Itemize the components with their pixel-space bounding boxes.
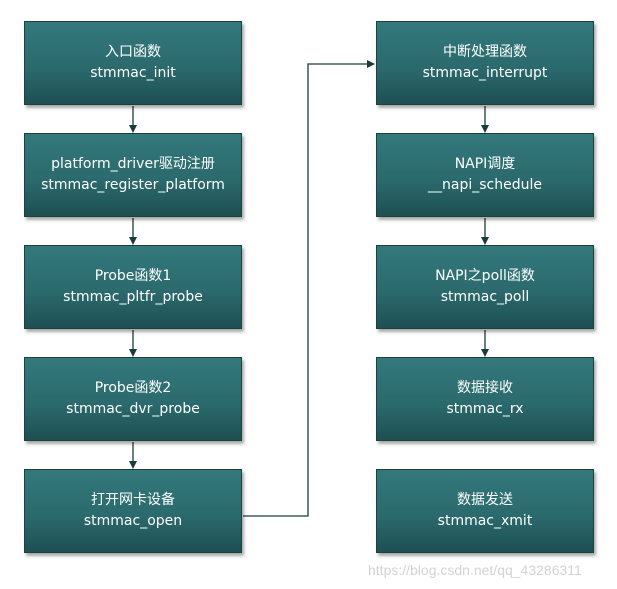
box-func: stmmac_init xyxy=(90,65,176,81)
box-title: NAPI调度 xyxy=(454,156,516,172)
arrow-open-to-interrupt xyxy=(243,60,375,517)
box-open-device: 打开网卡设备 stmmac_open xyxy=(24,469,242,553)
box-func: stmmac_dvr_probe xyxy=(66,401,200,417)
box-napi-poll: NAPI之poll函数 stmmac_poll xyxy=(376,245,594,329)
box-title: 打开网卡设备 xyxy=(91,492,175,508)
box-title: 中断处理函数 xyxy=(443,44,527,60)
box-title: 数据发送 xyxy=(457,492,513,508)
box-func: stmmac_open xyxy=(83,513,183,529)
box-title: platform_driver驱动注册 xyxy=(51,156,215,172)
box-func: stmmac_xmit xyxy=(437,513,533,529)
box-func: stmmac_interrupt xyxy=(422,65,548,81)
box-func: stmmac_pltfr_probe xyxy=(63,289,203,305)
box-platform-driver-register: platform_driver驱动注册 stmmac_register_plat… xyxy=(24,133,242,217)
box-napi-schedule: NAPI调度 __napi_schedule xyxy=(376,133,594,217)
box-func: stmmac_rx xyxy=(446,401,524,417)
box-title: NAPI之poll函数 xyxy=(435,268,535,284)
box-func: stmmac_register_platform xyxy=(41,177,225,193)
watermark-url: https://blog.csdn.net/qq_43286311 xyxy=(368,562,582,578)
box-entry-function: 入口函数 stmmac_init xyxy=(24,21,242,105)
box-probe-1: Probe函数1 stmmac_pltfr_probe xyxy=(24,245,242,329)
box-title: Probe函数2 xyxy=(94,380,172,396)
box-data-transmit: 数据发送 stmmac_xmit xyxy=(376,469,594,553)
box-interrupt-handler: 中断处理函数 stmmac_interrupt xyxy=(376,21,594,105)
box-func: __napi_schedule xyxy=(428,177,542,193)
box-title: 数据接收 xyxy=(457,380,513,396)
box-title: 入口函数 xyxy=(105,44,161,60)
box-data-receive: 数据接收 stmmac_rx xyxy=(376,357,594,441)
box-title: Probe函数1 xyxy=(94,268,172,284)
box-probe-2: Probe函数2 stmmac_dvr_probe xyxy=(24,357,242,441)
box-func: stmmac_poll xyxy=(440,289,530,305)
